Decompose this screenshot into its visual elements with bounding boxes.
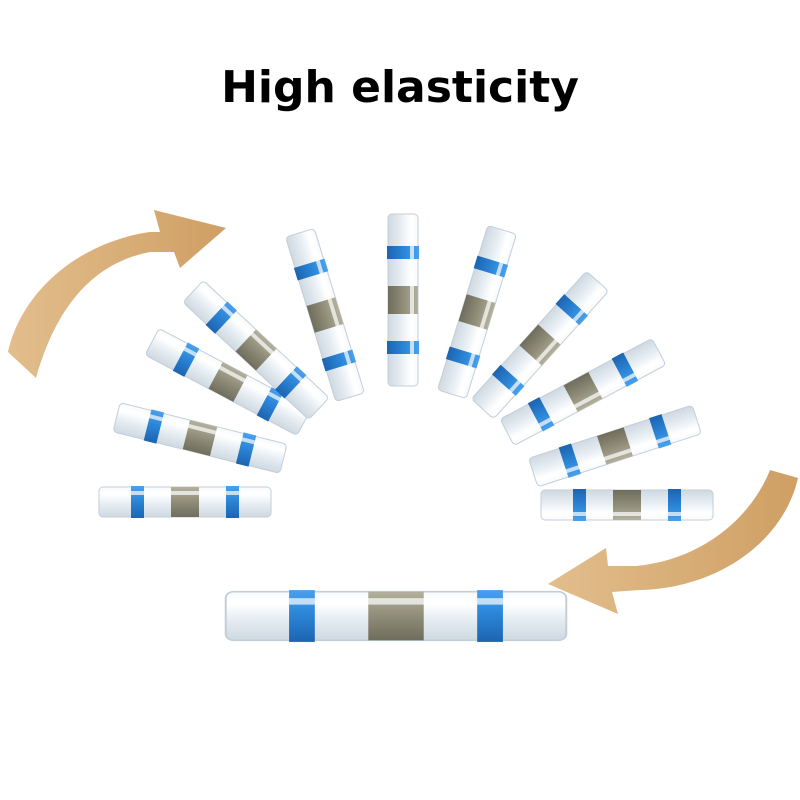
- connector: [540, 488, 714, 522]
- headline: High elasticity: [221, 62, 579, 113]
- curved-arrow-return-icon: [548, 470, 798, 614]
- connector-fan: [98, 213, 714, 522]
- connector-large: [224, 589, 568, 643]
- curved-arrow-clockwise-icon: [8, 210, 226, 378]
- connector: [386, 213, 420, 387]
- connector: [98, 485, 272, 519]
